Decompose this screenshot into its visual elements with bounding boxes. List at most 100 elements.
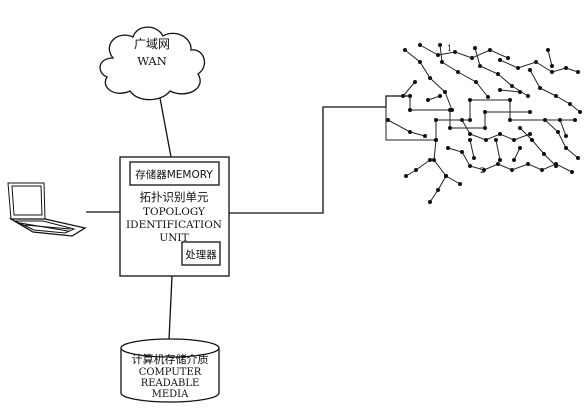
- grid-link: [229, 95, 410, 214]
- storage-link: [168, 275, 173, 341]
- network-node: [498, 132, 502, 136]
- network-line: [419, 44, 509, 59]
- network-node: [428, 200, 432, 204]
- cloud-label-en: WAN: [137, 54, 167, 68]
- network-node: [512, 158, 516, 162]
- network-node: [436, 188, 440, 192]
- network-node: [468, 118, 472, 122]
- network-node: [458, 182, 462, 186]
- network-node: [428, 76, 432, 80]
- network-node: [570, 170, 574, 174]
- topology-identification-unit: 存储器MEMORY 拓扑识别单元 TOPOLOGY IDENTIFICATION…: [119, 156, 230, 277]
- network-node: [558, 118, 562, 122]
- network-node: [518, 126, 522, 130]
- network-line: [387, 119, 426, 137]
- storage-label-en-1: COMPUTER: [139, 367, 202, 378]
- storage-label-cn: 计算机存储介质: [132, 352, 209, 366]
- network-node: [448, 126, 452, 130]
- network-node: [414, 168, 418, 172]
- network-line: [469, 139, 475, 159]
- cylinder-body: [120, 348, 220, 403]
- network-node: [438, 43, 442, 47]
- network-line: [513, 147, 521, 161]
- network-node: [484, 138, 488, 142]
- network-node: [538, 86, 542, 90]
- network-node: [564, 146, 568, 150]
- network-node: [434, 118, 438, 122]
- network-node: [478, 64, 482, 68]
- network-node: [498, 158, 502, 162]
- network-node-label-2: 2: [480, 166, 485, 175]
- laptop-icon: [7, 182, 87, 237]
- network-node: [474, 80, 478, 84]
- network-node: [453, 50, 457, 54]
- network-node: [498, 58, 502, 62]
- network-node: [460, 118, 464, 122]
- network-node: [483, 126, 487, 130]
- cloud-label-cn: 广域网: [134, 37, 170, 51]
- network-node: [483, 110, 487, 114]
- network-node: [436, 53, 440, 57]
- network-node: [554, 164, 558, 168]
- network-node: [543, 118, 547, 122]
- network-node-label-1: 1: [447, 44, 452, 53]
- network-line: [499, 89, 521, 93]
- network-node: [486, 95, 490, 99]
- network-line: [495, 139, 501, 161]
- network-node: [528, 68, 532, 72]
- network-line: [445, 175, 461, 185]
- network-node: [510, 168, 514, 172]
- network-node: [444, 174, 448, 178]
- network-node: [526, 162, 530, 166]
- storage-label-en-3: MEDIA: [152, 389, 190, 400]
- network-node: [488, 48, 492, 52]
- wan-link: [159, 97, 172, 158]
- network-node: [528, 110, 532, 114]
- network-node: [432, 158, 436, 162]
- network-node: [408, 94, 412, 98]
- network-node: [472, 156, 476, 160]
- network-node: [546, 48, 550, 52]
- network-node: [508, 98, 512, 102]
- unit-title-en-3: UNIT: [159, 232, 188, 244]
- network-node: [446, 146, 450, 150]
- network-node: [428, 158, 432, 162]
- network-node: [468, 132, 472, 136]
- network-node: [460, 150, 464, 154]
- network-node: [576, 156, 580, 160]
- network-node: [438, 94, 442, 98]
- network-line: [447, 147, 573, 173]
- network-node: [540, 168, 544, 172]
- network-node: [512, 138, 516, 142]
- cloud-shape: [99, 26, 206, 101]
- unit-title-en-2: IDENTIFICATION: [126, 219, 222, 231]
- processor-label: 处理器: [185, 249, 217, 261]
- unit-title-en-1: TOPOLOGY: [143, 206, 206, 218]
- network-node: [440, 60, 444, 64]
- network-node: [496, 162, 500, 166]
- network-node: [564, 134, 568, 138]
- network-node: [576, 70, 580, 74]
- network-line: [529, 69, 581, 113]
- network-node: [418, 60, 422, 64]
- network-node: [418, 43, 422, 47]
- memory-box: [129, 161, 220, 186]
- network-node: [473, 46, 477, 50]
- network-node: [528, 132, 532, 136]
- processor-box: [181, 241, 221, 266]
- network-edges: [385, 44, 581, 203]
- network-nodes: [386, 43, 582, 204]
- network-node: [494, 138, 498, 142]
- network-line: [559, 119, 567, 137]
- network-line: [544, 119, 579, 159]
- network-node: [526, 94, 530, 98]
- network-node: [470, 56, 474, 60]
- network-line: [402, 81, 416, 97]
- network-line: [461, 119, 531, 141]
- network-node: [403, 48, 407, 52]
- network-line: [547, 49, 553, 67]
- network-node: [542, 152, 546, 156]
- network-node: [516, 66, 520, 70]
- network-line: [519, 127, 557, 167]
